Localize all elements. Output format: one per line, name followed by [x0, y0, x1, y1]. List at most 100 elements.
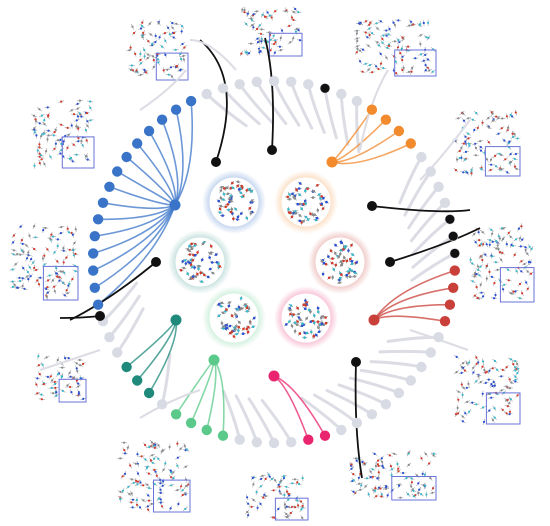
grey-connector [419, 119, 471, 181]
grey-strand [313, 393, 359, 425]
ring-node [416, 151, 427, 163]
grey-strand [238, 82, 275, 125]
unit-cell-frame [485, 392, 521, 425]
ring-node [286, 76, 297, 88]
ring-node [143, 387, 155, 399]
grey-strand [272, 79, 301, 127]
grey-connector [139, 389, 201, 419]
ring-node [89, 231, 101, 242]
blue-cluster-link [94, 204, 176, 289]
ring-node [405, 375, 416, 386]
ring-node [92, 214, 104, 225]
blue-cluster-link [109, 186, 176, 206]
orange-cluster-hub [326, 156, 338, 168]
packing-thumbnail-left [9, 223, 79, 301]
teal-cluster-hub [170, 314, 182, 326]
grey-strand [339, 92, 350, 146]
ring-node [217, 430, 229, 441]
ring-node [433, 181, 444, 192]
ring-node-black [450, 248, 460, 258]
ring-node [201, 424, 212, 436]
unit-cell-frame [484, 146, 521, 177]
unit-cell-frame [268, 32, 303, 57]
ring-node [156, 399, 168, 410]
node-ring [88, 75, 460, 449]
ring-node [132, 375, 143, 386]
green-cluster-link [175, 359, 215, 415]
black-hub [385, 257, 395, 267]
black-connector [69, 261, 157, 321]
ring-node-black [320, 83, 330, 93]
ring-node [234, 434, 245, 445]
ring-node [185, 417, 197, 429]
grey-strand [378, 349, 433, 354]
grey-strand [260, 399, 293, 444]
unit-cell-frame [155, 52, 189, 81]
black-hub [211, 157, 221, 167]
grey-strand [407, 185, 441, 230]
black-connector [59, 315, 101, 319]
ring-node [380, 399, 392, 410]
grey-strand [107, 294, 141, 339]
packing-thumbnail-top-left [126, 19, 189, 81]
unit-cell-frame [153, 479, 191, 513]
unit-cell-frame [58, 378, 87, 403]
ring-node [92, 299, 104, 310]
ring-node [336, 88, 347, 100]
orange-halo-crystal [274, 170, 338, 234]
grey-strand [323, 86, 338, 140]
black-connector [264, 37, 274, 151]
black-hub [351, 357, 361, 367]
blue-cluster-link [174, 101, 194, 206]
ring-node [366, 409, 378, 420]
ring-node [393, 125, 405, 137]
red-cluster-link [373, 287, 454, 321]
ring-node [393, 387, 405, 399]
black-hub [267, 145, 277, 155]
ring-node [433, 332, 444, 343]
ring-node [303, 79, 314, 90]
unit-cell-frame [274, 497, 309, 521]
ring-node [251, 76, 262, 88]
ring-node [217, 83, 229, 94]
ring-node [416, 361, 427, 373]
hub-nodes [95, 145, 395, 382]
ring-node-black [448, 231, 458, 241]
ring-node [366, 104, 378, 115]
grey-connector [139, 69, 187, 111]
packing-thumbnails [9, 6, 535, 521]
packing-thumbnail-right-upper [452, 109, 521, 177]
ring-node [88, 265, 99, 276]
black-connector [371, 205, 471, 213]
grey-strand [255, 80, 288, 125]
packing-thumbnail-top [239, 6, 304, 57]
blue-cluster-link [97, 204, 176, 306]
ring-node [170, 409, 182, 420]
ring-node [201, 88, 212, 100]
blue-cluster-link [161, 119, 179, 206]
ring-node [303, 434, 314, 445]
unit-cell-frame [394, 49, 437, 77]
ring-node [143, 125, 155, 137]
blue-cluster-link [174, 109, 184, 206]
ring-node [444, 299, 456, 310]
red-halo-crystal [308, 230, 372, 294]
grey-strand [300, 396, 343, 432]
blue-halo-crystal [202, 170, 266, 234]
packing-thumbnail-bottom [245, 471, 309, 521]
black-hub [95, 311, 105, 321]
ring-node [185, 95, 197, 107]
teal-halo-crystal [168, 230, 232, 294]
grey-strand [369, 360, 423, 369]
grey-strand [337, 383, 388, 406]
ring-node [268, 437, 280, 449]
ring-node [88, 248, 99, 259]
packing-thumbnail-bottom-right [348, 450, 437, 501]
ring-node [112, 166, 123, 177]
unit-cell-frame [391, 476, 437, 501]
red-cluster-hub [368, 314, 380, 326]
ring-node [449, 265, 460, 276]
black-hub [151, 257, 161, 267]
black-hub [367, 201, 377, 211]
